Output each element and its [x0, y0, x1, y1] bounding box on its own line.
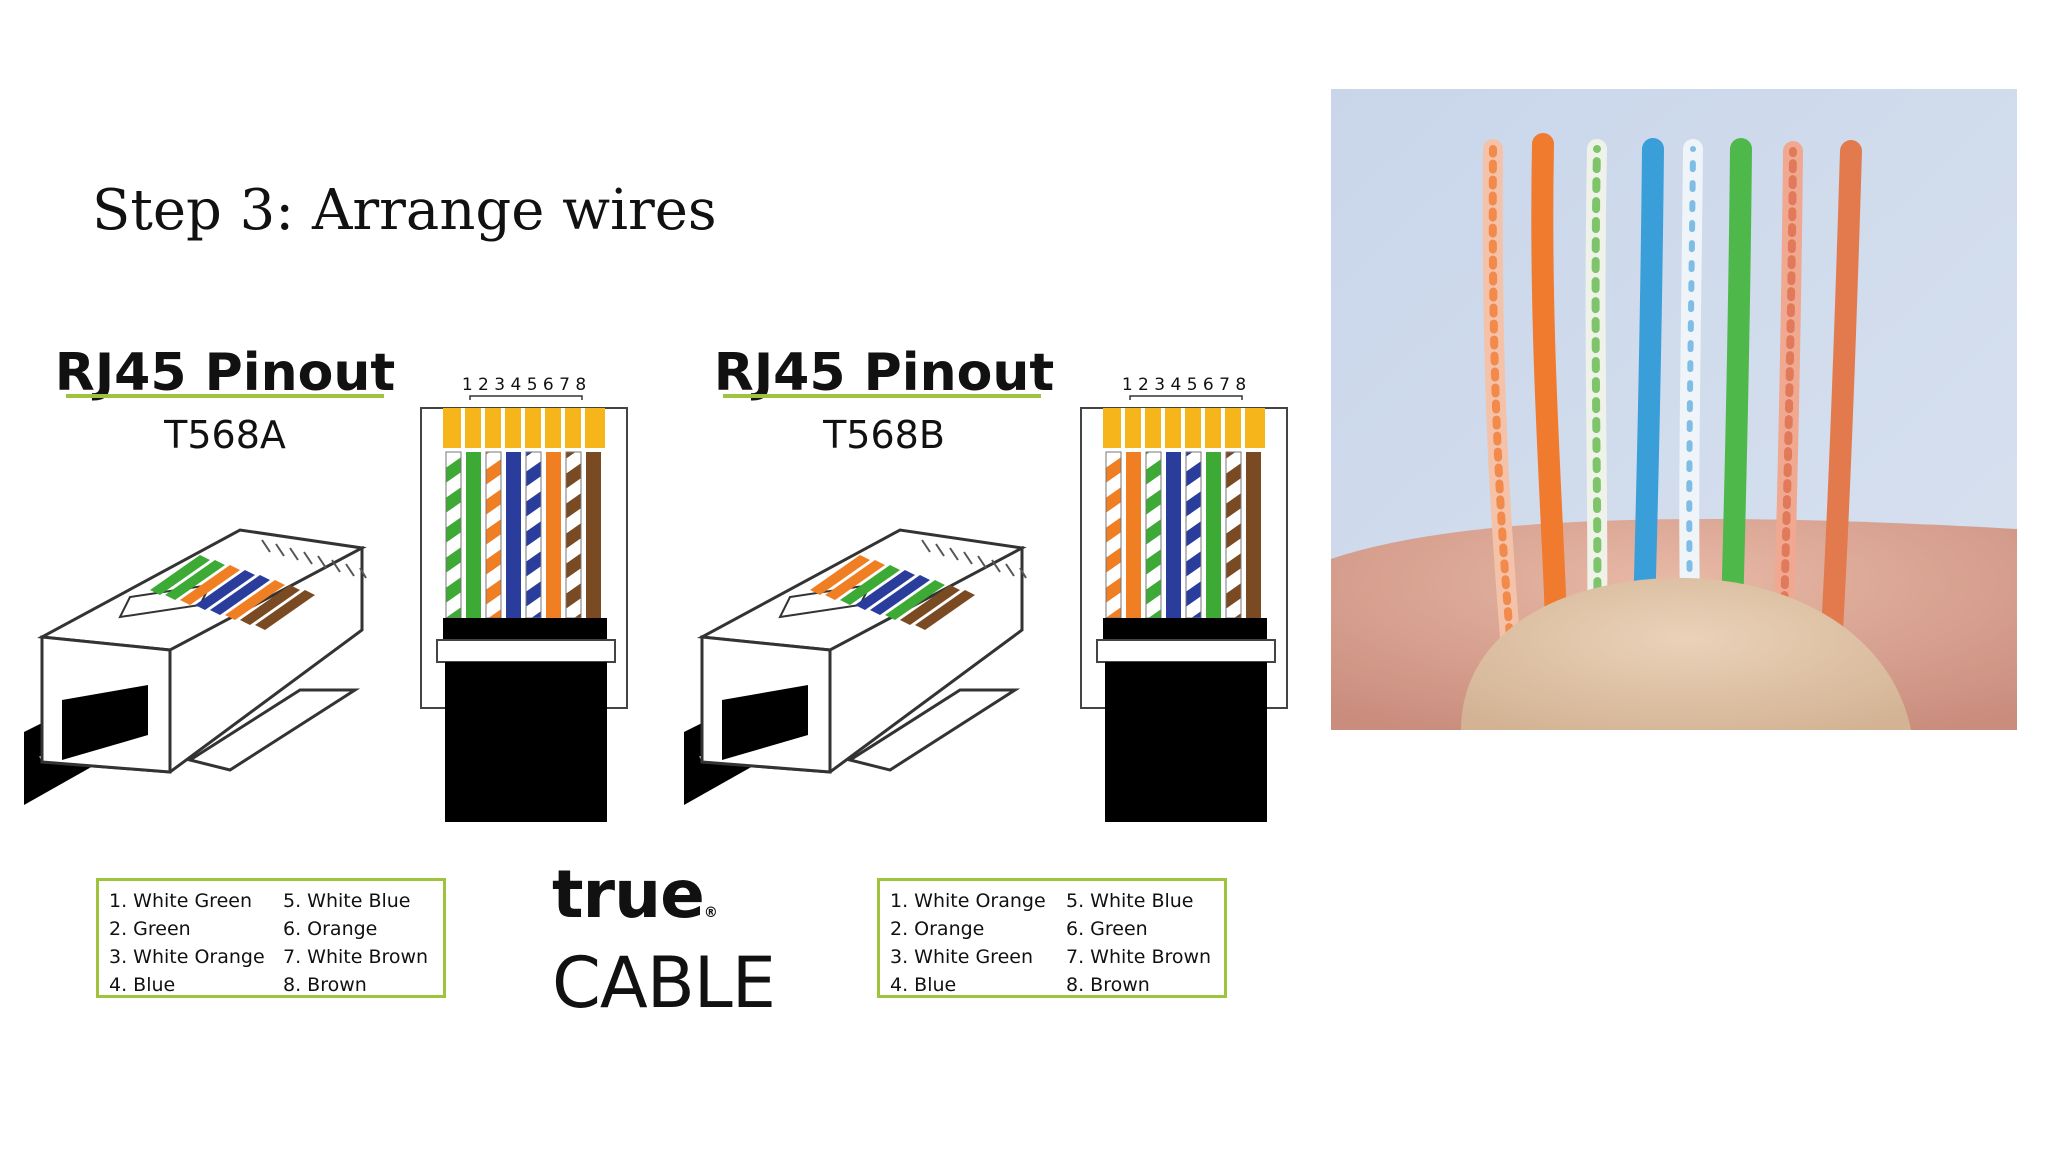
t568b-wire-6-green: [1206, 452, 1221, 618]
t568b-angled-wires: [810, 555, 975, 630]
t568b-wire-2-orange: [1126, 452, 1141, 618]
t568a-legend-item: 8. Brown: [283, 974, 367, 996]
brand-line1: true: [552, 856, 705, 933]
t568a-legend-item: 3. White Orange: [109, 946, 265, 968]
t568b-legend-item: 6. Green: [1066, 918, 1148, 940]
pinout-diagrams: RJ45 Pinout T568A: [24, 343, 1288, 822]
t568a-legend-item: 1. White Green: [109, 890, 252, 912]
t568a-angled-contacts: [261, 539, 367, 579]
t568b-wire-5-white-blue: [1185, 451, 1202, 619]
fingernail: [1461, 577, 1911, 730]
t568b-wire-1-white-orange: [1105, 451, 1122, 619]
photo-wire-blue: [1632, 138, 1664, 660]
photo-wire-green: [1720, 138, 1752, 660]
t568b-wire-8-brown: [1246, 452, 1261, 618]
t568a-connector-front: 1 2 3 4 5 6 7 8: [420, 375, 628, 822]
t568b-legend-item: 7. White Brown: [1066, 946, 1212, 968]
t568a-pin-numbers: 1 2 3 4 5 6 7 8: [462, 375, 586, 395]
t568b-connector-front: 1 2 3 4 5 6 7 8: [1080, 375, 1288, 822]
t568a-wire-8-brown: [586, 452, 601, 618]
t568a-legend-item: 6. Orange: [283, 918, 378, 940]
brand-registered-mark: ®: [703, 905, 718, 921]
t568b-legend-item: 8. Brown: [1066, 974, 1150, 996]
t568b-wire-4-blue: [1166, 452, 1181, 618]
photo-wire-brown: [1820, 140, 1862, 660]
brand-line2: CABLE: [552, 942, 776, 1024]
t568b-legend: 1. White Orange 2. Orange 3. White Green…: [877, 878, 1227, 998]
t568b-legend-item: 3. White Green: [890, 946, 1033, 968]
t568b-legend-item: 5. White Blue: [1066, 890, 1194, 912]
t568b-standard: T568B: [822, 413, 945, 457]
wires-photo: [1331, 89, 2017, 730]
t568a-wire-2-green: [466, 452, 481, 618]
t568b-legend-item: 1. White Orange: [890, 890, 1046, 912]
t568a-standard: T568A: [163, 413, 286, 457]
t568a-legend-item: 2. Green: [109, 918, 191, 940]
t568a-wire-7-white-brown: [565, 451, 582, 619]
t568b-angled-contacts: [921, 539, 1027, 579]
t568a-heading-underline: [66, 394, 384, 398]
t568a-legend-item: 7. White Brown: [283, 946, 429, 968]
t568b-heading: RJ45 Pinout: [714, 343, 1054, 403]
t568b-heading-underline: [723, 394, 1041, 398]
t568a-connector-angled: [24, 528, 367, 805]
t568b-diagram: RJ45 Pinout T568B: [684, 343, 1288, 822]
t568a-wire-3-white-orange: [485, 451, 502, 619]
t568a-wire-1-white-green: [445, 451, 462, 619]
t568a-legend: 1. White Green 2. Green 3. White Orange …: [96, 878, 446, 998]
t568b-wire-3-white-green: [1145, 451, 1162, 619]
t568b-wires: [1105, 451, 1261, 619]
t568a-angled-wires: [150, 555, 315, 630]
t568a-diagram: RJ45 Pinout T568A: [24, 343, 628, 822]
t568a-legend-item: 4. Blue: [109, 974, 176, 996]
photo-wire-orange: [1531, 133, 1568, 660]
t568b-pin-numbers: 1 2 3 4 5 6 7 8: [1122, 375, 1246, 395]
t568a-wire-6-orange: [546, 452, 561, 618]
t568a-wire-5-white-blue: [525, 451, 542, 619]
t568a-heading: RJ45 Pinout: [55, 343, 395, 403]
t568a-wires: [445, 451, 601, 619]
t568b-connector-angled: [684, 528, 1027, 805]
t568b-legend-item: 4. Blue: [890, 974, 957, 996]
t568a-wire-4-blue: [506, 452, 521, 618]
t568a-legend-item: 5. White Blue: [283, 890, 411, 912]
t568b-wire-7-white-brown: [1225, 451, 1242, 619]
slide-title: Step 3: Arrange wires: [92, 178, 717, 243]
truecable-logo: true® CABLE: [552, 862, 776, 1024]
t568b-legend-item: 2. Orange: [890, 918, 985, 940]
